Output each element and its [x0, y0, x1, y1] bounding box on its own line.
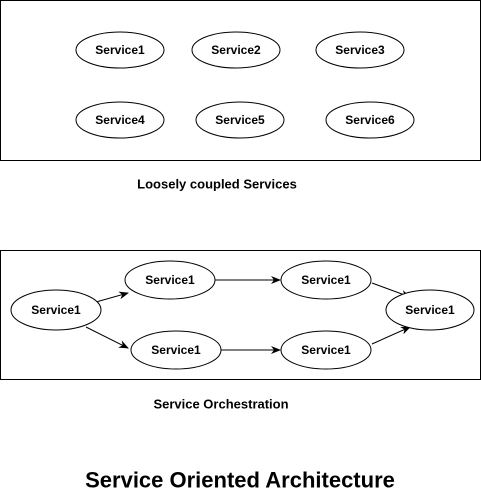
loose-service-node: Service3 [315, 31, 405, 69]
loose-service-label: Service1 [95, 43, 145, 57]
orchestration-service-node: Service1 [385, 289, 475, 331]
loose-services-group: Service1 Service2 Service3 Service4 Serv… [0, 0, 481, 161]
orchestration-service-node: Service1 [280, 330, 372, 370]
orchestration-arrow [371, 326, 411, 345]
loose-service-label: Service6 [345, 113, 395, 127]
orchestration-service-node: Service1 [10, 289, 102, 331]
loose-service-node: Service4 [75, 101, 165, 139]
loose-service-node: Service1 [75, 31, 165, 69]
orchestration-service-label: Service1 [301, 273, 351, 287]
orchestration-service-node: Service1 [280, 260, 372, 300]
loose-service-node: Service2 [191, 31, 281, 69]
orchestration-arrow [85, 326, 129, 349]
orchestration-service-label: Service1 [151, 343, 201, 357]
loose-service-node: Service5 [195, 101, 285, 139]
orchestration-edges [85, 276, 411, 354]
loose-service-label: Service5 [215, 113, 265, 127]
loose-services-caption: Loosely coupled Services [137, 177, 297, 192]
orchestration-service-label: Service1 [405, 303, 455, 317]
orchestration-service-label: Service1 [301, 343, 351, 357]
orchestration-service-node: Service1 [124, 260, 216, 300]
loose-service-node: Service6 [325, 101, 415, 139]
loose-service-label: Service3 [335, 43, 385, 57]
orchestration-service-node: Service1 [130, 330, 222, 370]
orchestration-service-label: Service1 [31, 303, 81, 317]
orchestration-caption: Service Orchestration [153, 397, 288, 412]
orchestration-arrow [95, 291, 129, 303]
loose-service-label: Service4 [95, 113, 145, 127]
orchestration-service-label: Service1 [145, 273, 195, 287]
orchestration-group: Service1 Service1 Service1 Service1 Serv… [0, 250, 481, 380]
loose-service-label: Service2 [211, 43, 261, 57]
diagram-title: Service Oriented Architecture [85, 468, 395, 493]
